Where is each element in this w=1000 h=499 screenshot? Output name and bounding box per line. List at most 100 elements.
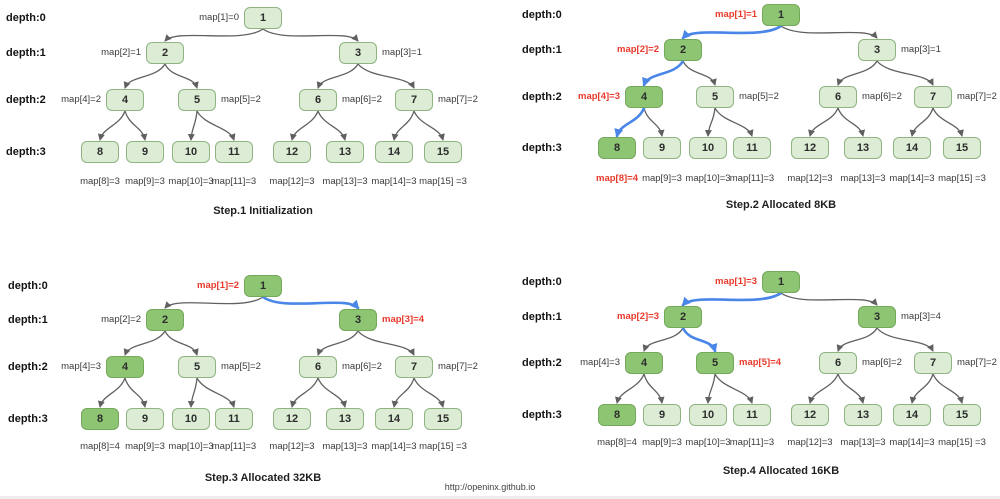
tree-node-7: 7 (914, 352, 952, 374)
tree-node-14: 14 (375, 408, 413, 430)
tree-node-8: 8 (598, 404, 636, 426)
tree-node-2: 2 (664, 39, 702, 61)
tree-edge-2-4 (123, 63, 166, 89)
tree-edge-2-5 (682, 60, 717, 86)
map-label-8: map[8]=3 (80, 176, 120, 187)
tree-edge-6-12 (290, 377, 319, 408)
tree-node-12: 12 (791, 404, 829, 426)
tree-node-11: 11 (215, 141, 253, 163)
depth-label-3: depth:3 (8, 413, 48, 425)
map-label-9: map[9]=3 (642, 437, 682, 448)
tree-node-14: 14 (893, 404, 931, 426)
tree-edge-3-7 (876, 327, 934, 352)
depth-label-2: depth:2 (522, 91, 562, 103)
tree-edge-1-3 (780, 292, 878, 306)
map-label-14: map[14]=3 (371, 441, 417, 452)
tree-edge-4-9 (124, 377, 148, 408)
depth-label-1: depth:1 (522, 311, 562, 323)
tree-edge-4-9 (643, 107, 665, 137)
tree-edge-4-8 (97, 377, 126, 408)
tree-node-10: 10 (689, 137, 727, 159)
depth-label-3: depth:3 (522, 142, 562, 154)
allocation-path-edge-2-5 (681, 326, 718, 353)
tree-node-11: 11 (733, 137, 771, 159)
map-label-4: map[4]=3 (580, 357, 620, 368)
tree-node-7: 7 (395, 89, 433, 111)
tree-node-3: 3 (858, 39, 896, 61)
map-label-9: map[9]=3 (642, 173, 682, 184)
map-label-10: map[10]=3 (168, 176, 214, 187)
tree-edge-2-4 (123, 330, 166, 356)
map-label-11: map[11]=3 (211, 441, 257, 452)
depth-label-1: depth:1 (6, 47, 46, 59)
tree-node-15: 15 (943, 137, 981, 159)
tree-node-8: 8 (598, 137, 636, 159)
map-label-5: map[5]=2 (739, 91, 779, 102)
tree-edge-6-13 (317, 377, 347, 408)
panel-caption: Step.1 Initialization (213, 205, 313, 217)
tree-edge-5-10 (704, 107, 716, 137)
tree-edge-6-13 (837, 107, 866, 137)
tree-node-12: 12 (273, 408, 311, 430)
map-label-6: map[6]=2 (862, 91, 902, 102)
depth-label-2: depth:2 (8, 361, 48, 373)
tree-edges (615, 291, 964, 404)
map-label-9: map[9]=3 (125, 441, 165, 452)
map-label-1: map[1]=2 (197, 280, 239, 291)
tree-edge-5-10 (704, 373, 716, 404)
tree-edge-7-15 (413, 377, 445, 408)
allocation-path-edge-4-8 (614, 106, 646, 138)
tree-node-9: 9 (643, 404, 681, 426)
tree-node-6: 6 (299, 89, 337, 111)
panel-caption: Step.4 Allocated 16KB (722, 465, 840, 477)
map-label-14: map[14]=3 (889, 173, 935, 184)
tree-node-12: 12 (791, 137, 829, 159)
tree-node-10: 10 (172, 408, 210, 430)
map-label-5: map[5]=2 (221, 94, 261, 105)
tree-node-1: 1 (762, 271, 800, 293)
depth-label-0: depth:0 (522, 276, 562, 288)
tree-node-3: 3 (858, 306, 896, 328)
tree-node-13: 13 (326, 141, 364, 163)
tree-node-4: 4 (625, 352, 663, 374)
tree-edge-6-12 (290, 110, 319, 141)
tree-node-9: 9 (643, 137, 681, 159)
tree-edge-6-12 (808, 107, 839, 137)
tree-node-9: 9 (126, 141, 164, 163)
allocation-path-edge-2-4 (642, 59, 685, 87)
tree-edge-5-10 (187, 110, 198, 141)
map-label-6: map[6]=2 (342, 361, 382, 372)
tree-node-10: 10 (172, 141, 210, 163)
tree-node-3: 3 (339, 42, 377, 64)
tree-node-11: 11 (215, 408, 253, 430)
map-label-15: map[15] =3 (938, 437, 986, 448)
map-label-12: map[12]=3 (269, 176, 315, 187)
tree-node-1: 1 (762, 4, 800, 26)
tree-edge-1-3 (780, 25, 878, 39)
tree-edge-2-5 (164, 63, 199, 89)
tree-node-8: 8 (81, 141, 119, 163)
map-label-12: map[12]=3 (787, 437, 833, 448)
tree-edge-5-11 (196, 377, 236, 408)
site-url: http://openinx.github.io (444, 482, 536, 492)
depth-label-0: depth:0 (522, 9, 562, 21)
tree-node-14: 14 (893, 137, 931, 159)
tree-node-13: 13 (326, 408, 364, 430)
tree-node-5: 5 (696, 352, 734, 374)
map-label-2: map[2]=3 (617, 311, 659, 322)
tree-node-15: 15 (424, 408, 462, 430)
map-label-12: map[12]=3 (787, 173, 833, 184)
tree-edge-7-14 (909, 373, 934, 404)
panel-caption: Step.2 Allocated 8KB (725, 199, 837, 211)
map-label-14: map[14]=3 (371, 176, 417, 187)
tree-node-13: 13 (844, 404, 882, 426)
tree-node-3: 3 (339, 309, 377, 331)
tree-node-15: 15 (943, 404, 981, 426)
map-label-8: map[8]=4 (597, 437, 637, 448)
tree-node-2: 2 (664, 306, 702, 328)
tree-node-5: 5 (178, 89, 216, 111)
tree-edge-3-7 (357, 63, 415, 89)
tree-node-2: 2 (146, 42, 184, 64)
